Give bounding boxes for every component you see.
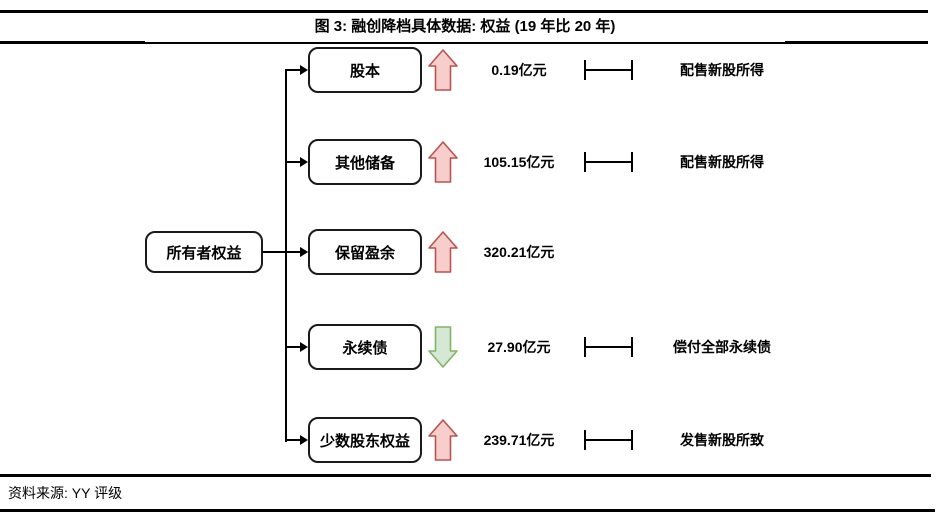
down-arrow-icon: [428, 326, 458, 368]
arrowhead-icon: [300, 65, 308, 75]
source-caption: 资料来源: YY 评级: [8, 485, 123, 501]
item-node-box: 保留盈余: [308, 229, 422, 275]
up-arrow-icon: [428, 49, 458, 91]
up-arrow-icon: [428, 141, 458, 183]
root-connector-line: [263, 251, 301, 253]
branch-line: [285, 251, 301, 253]
source-top-rule: [0, 474, 931, 477]
arrowhead-icon: [300, 247, 308, 257]
diagram-row: 保留盈余 320.21亿元: [0, 224, 941, 280]
change-value: 320.21亿元: [483, 244, 555, 260]
item-node-box: 永续债: [308, 324, 422, 370]
item-node-label: 永续债: [342, 339, 388, 357]
item-node-box: 其他储备: [308, 139, 422, 185]
item-node-label: 股本: [349, 62, 380, 80]
branch-line: [285, 69, 301, 71]
change-value: 0.19亿元: [491, 62, 547, 78]
item-node-label: 少数股东权益: [319, 432, 410, 450]
item-node-label: 其他储备: [334, 154, 395, 172]
diagram-row: 其他储备 105.15亿元 配售新股所得: [0, 134, 941, 190]
change-value: 105.15亿元: [483, 154, 555, 170]
range-bar-icon: [584, 337, 633, 357]
branch-line: [285, 346, 301, 348]
range-bar-icon: [584, 430, 633, 450]
change-note: 发售新股所致: [680, 432, 764, 448]
change-value: 239.71亿元: [483, 432, 555, 448]
range-bar-icon: [584, 60, 633, 80]
change-note: 配售新股所得: [680, 154, 764, 170]
figure-title: 图 3: 融创降档具体数据: 权益 (19 年比 20 年): [314, 18, 616, 35]
range-bar-icon: [584, 152, 633, 172]
up-arrow-icon: [428, 419, 458, 461]
item-node-label: 保留盈余: [334, 244, 395, 262]
tree-trunk-line: [285, 69, 287, 442]
diagram-row: 少数股东权益 239.71亿元 发售新股所致: [0, 412, 941, 468]
root-node-label: 所有者权益: [166, 244, 242, 262]
source-bottom-rule: [0, 509, 935, 512]
title-bottom-rule-left: [0, 41, 145, 44]
title-bottom-rule-right: [785, 41, 928, 44]
item-node-box: 少数股东权益: [308, 417, 422, 463]
item-node-box: 股本: [308, 47, 422, 93]
branch-line: [285, 439, 301, 441]
diagram-row: 股本 0.19亿元 配售新股所得: [0, 42, 941, 98]
change-note: 配售新股所得: [680, 62, 764, 78]
arrowhead-icon: [300, 157, 308, 167]
change-note: 偿付全部永续债: [673, 339, 771, 355]
up-arrow-icon: [428, 231, 458, 273]
arrowhead-icon: [300, 342, 308, 352]
branch-line: [285, 161, 301, 163]
top-rule: [0, 10, 928, 13]
title-bottom-rule-center: [145, 42, 785, 44]
change-value: 27.90亿元: [487, 339, 551, 355]
root-node-box: 所有者权益: [145, 231, 263, 273]
arrowhead-icon: [300, 435, 308, 445]
diagram-row: 永续债 27.90亿元 偿付全部永续债: [0, 319, 941, 375]
